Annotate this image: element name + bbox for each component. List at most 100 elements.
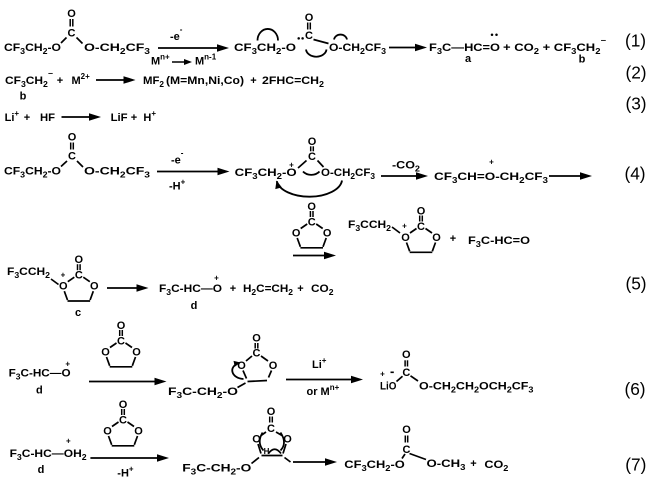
svg-text:Li+: Li+	[5, 109, 20, 124]
svg-text:M2+: M2+	[72, 72, 91, 87]
svg-text:O: O	[267, 406, 276, 418]
svg-text:C: C	[267, 423, 275, 435]
svg-text:a: a	[465, 53, 472, 65]
svg-text:H2C=CH2: H2C=CH2	[243, 283, 294, 297]
svg-text:+: +	[24, 112, 30, 124]
svg-text:+: +	[131, 112, 137, 124]
svg-text:CF3CH2-O: CF3CH2-O	[234, 42, 297, 56]
svg-text:O: O	[59, 281, 68, 293]
svg-text:F3C-HC—O: F3C-HC—O	[9, 368, 71, 382]
svg-text:-H+: -H+	[169, 177, 186, 192]
svg-text:+: +	[230, 283, 236, 295]
svg-text:(2): (2)	[625, 63, 646, 83]
svg-text:d: d	[38, 464, 45, 476]
svg-text:d: d	[36, 384, 43, 396]
svg-text:F3C-CH2-O: F3C-CH2-O	[182, 463, 252, 477]
svg-text:(6): (6)	[624, 379, 645, 399]
svg-text:CO2: CO2	[311, 283, 334, 297]
svg-text:F3C-HC=O: F3C-HC=O	[468, 235, 531, 249]
svg-text:-H+: -H+	[117, 464, 134, 479]
svg-text:O: O	[401, 232, 410, 244]
svg-text:d: d	[191, 300, 198, 312]
svg-text:O: O	[101, 347, 110, 359]
svg-text:+: +	[380, 370, 385, 379]
svg-text:O: O	[90, 281, 99, 293]
svg-text:O: O	[269, 360, 278, 372]
svg-text:O: O	[117, 320, 126, 332]
svg-text:LiF: LiF	[111, 112, 128, 124]
svg-text:-e-: -e-	[171, 148, 184, 166]
svg-text:Li+: Li+	[312, 356, 327, 371]
svg-text:C: C	[403, 444, 411, 456]
svg-text:c: c	[75, 307, 81, 319]
svg-text:C: C	[119, 415, 127, 427]
svg-text:+ CO2 + CF3CH2−: + CO2 + CF3CH2−	[503, 36, 606, 56]
svg-text:O: O	[75, 254, 84, 266]
svg-text:(4): (4)	[624, 164, 645, 184]
svg-text:or Mn+: or Mn+	[307, 383, 340, 398]
svg-text:+: +	[289, 161, 294, 170]
svg-text:O: O	[119, 399, 128, 411]
svg-text:+: +	[214, 274, 219, 283]
svg-text:F3C-CH2-O: F3C-CH2-O	[168, 386, 239, 400]
svg-text:O: O	[402, 424, 411, 436]
svg-text:O-CH2CF3: O-CH2CF3	[84, 42, 151, 56]
svg-text:(3): (3)	[625, 94, 646, 114]
svg-text:+: +	[65, 360, 70, 369]
svg-text:2FHC=CH2: 2FHC=CH2	[262, 75, 325, 89]
svg-text:O-CH2CF3: O-CH2CF3	[84, 166, 151, 180]
svg-text:b: b	[579, 54, 586, 66]
svg-text:C: C	[308, 217, 316, 229]
svg-text:O: O	[292, 228, 301, 240]
svg-text:+: +	[470, 458, 476, 470]
svg-text:(1): (1)	[625, 31, 646, 51]
svg-text:C: C	[402, 367, 410, 379]
svg-text:C: C	[117, 336, 125, 348]
svg-text:+: +	[489, 158, 494, 167]
svg-text:O: O	[402, 349, 411, 361]
svg-text:CF3CH2-O: CF3CH2-O	[4, 42, 61, 56]
svg-text:+: +	[297, 283, 303, 295]
svg-text:O: O	[283, 434, 292, 446]
svg-text:CF3CH=O-CH2CF3: CF3CH=O-CH2CF3	[434, 171, 549, 185]
svg-text:O: O	[68, 132, 77, 144]
svg-text:O-CH2CF3: O-CH2CF3	[321, 167, 376, 181]
svg-text:C: C	[253, 347, 261, 359]
svg-text:C: C	[308, 151, 316, 163]
svg-text:O: O	[305, 12, 314, 24]
svg-text:+: +	[57, 75, 63, 87]
svg-text:O: O	[252, 333, 261, 345]
svg-text:CF3CH2-O: CF3CH2-O	[344, 459, 405, 473]
svg-text:CF3CH2-O: CF3CH2-O	[4, 166, 61, 180]
svg-text:-e-: -e-	[170, 25, 183, 43]
svg-text:O: O	[134, 426, 143, 438]
svg-text:CF3CH2−: CF3CH2−	[5, 69, 53, 89]
svg-text:C: C	[68, 151, 76, 163]
svg-text:+: +	[250, 75, 256, 87]
svg-text:CF3CH2-O: CF3CH2-O	[235, 167, 298, 181]
svg-text:H+: H+	[143, 109, 156, 124]
svg-text:Mn-1: Mn-1	[195, 52, 217, 67]
svg-text:C: C	[305, 30, 313, 42]
svg-text:(M=Mn,Ni,Co): (M=Mn,Ni,Co)	[166, 75, 244, 87]
svg-text:O: O	[417, 206, 426, 218]
svg-text:-CO2: -CO2	[392, 160, 421, 174]
svg-text:(5): (5)	[625, 274, 646, 294]
svg-text:b: b	[20, 91, 27, 103]
svg-text:(7): (7)	[625, 454, 646, 474]
svg-text:CO2: CO2	[484, 459, 509, 473]
svg-text:O: O	[323, 228, 332, 240]
svg-text:+: +	[450, 233, 456, 245]
svg-text:O: O	[308, 136, 317, 148]
svg-text:+: +	[61, 271, 66, 280]
svg-text:O: O	[307, 201, 316, 213]
svg-text:H: H	[264, 447, 270, 456]
svg-text:+: +	[402, 222, 407, 231]
svg-text:F3C—HC=O: F3C—HC=O	[429, 42, 501, 56]
svg-text:O: O	[67, 8, 76, 20]
svg-text:C: C	[75, 270, 83, 282]
svg-text:O: O	[432, 232, 441, 244]
